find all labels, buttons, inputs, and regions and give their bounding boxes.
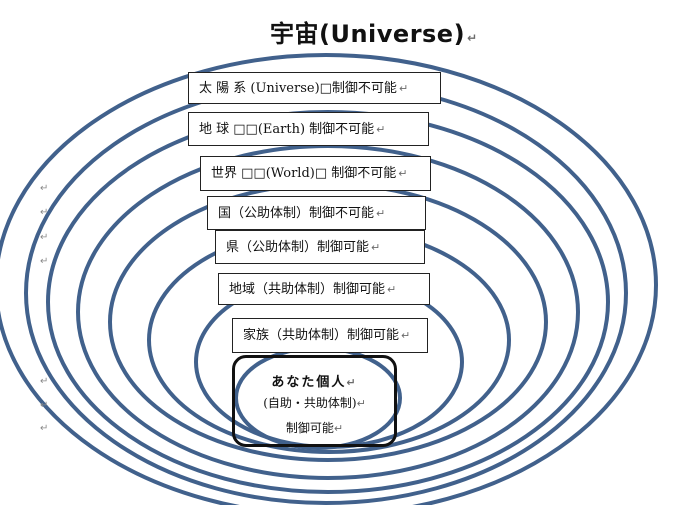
layer-label-text: 世界 □□(World)□ 制御不可能 xyxy=(211,166,397,181)
layer-label-prefecture: 県（公助体制）制御可能↵ xyxy=(215,230,425,264)
return-mark: ↵ xyxy=(401,329,411,342)
core-support-type: (自助・共助体制)↵ xyxy=(263,396,366,410)
return-mark: ↵ xyxy=(398,81,409,95)
layer-label-nation: 国（公助体制）制御不可能↵ xyxy=(207,196,426,230)
return-mark: ↵ xyxy=(40,400,49,411)
layer-label-solar-system: 太 陽 系 (Universe)□制御不可能↵ xyxy=(188,72,441,104)
layer-label-text: 地域（共助体制）制御可能 xyxy=(229,281,386,297)
layer-label-family: 家族（共助体制）制御可能↵ xyxy=(232,318,428,353)
core-individual-box: あなた個人↵ (自助・共助体制)↵ 制御可能↵ xyxy=(232,355,397,447)
layer-label-text: 国（公助体制）制御不可能 xyxy=(218,205,375,221)
return-mark: ↵ xyxy=(371,240,381,254)
title-text: 宇宙(Universe) xyxy=(270,20,466,48)
layer-label-text: 地 球 □□(Earth) 制御不可能 xyxy=(199,121,375,137)
ring-4 xyxy=(76,144,580,480)
layer-label-text: 県（公助体制）制御可能 xyxy=(226,239,370,255)
return-mark: ↵ xyxy=(40,423,49,434)
diagram-title: 宇宙(Universe)↵ xyxy=(270,14,478,49)
layer-label-text: 太 陽 系 (Universe)□制御不可能 xyxy=(199,80,397,96)
ring-1 xyxy=(0,53,658,505)
layer-label-world: 世界 □□(World)□ 制御不可能↵ xyxy=(200,156,431,191)
return-mark: ↵ xyxy=(398,167,408,180)
return-mark: ↵ xyxy=(376,206,386,220)
return-mark: ↵ xyxy=(40,256,49,267)
layer-label-region: 地域（共助体制）制御可能↵ xyxy=(218,273,430,305)
layer-label-text: 家族（共助体制）制御可能 xyxy=(243,328,400,343)
core-title: あなた個人↵ xyxy=(271,375,358,390)
return-mark: ↵ xyxy=(467,31,478,45)
return-mark: ↵ xyxy=(376,122,386,136)
return-mark: ↵ xyxy=(40,207,49,218)
return-mark: ↵ xyxy=(40,183,49,194)
layer-label-earth: 地 球 □□(Earth) 制御不可能↵ xyxy=(188,112,429,146)
return-mark: ↵ xyxy=(40,376,49,387)
return-mark: ↵ xyxy=(40,232,49,243)
return-mark: ↵ xyxy=(387,282,397,296)
core-controllability: 制御可能↵ xyxy=(285,421,344,435)
